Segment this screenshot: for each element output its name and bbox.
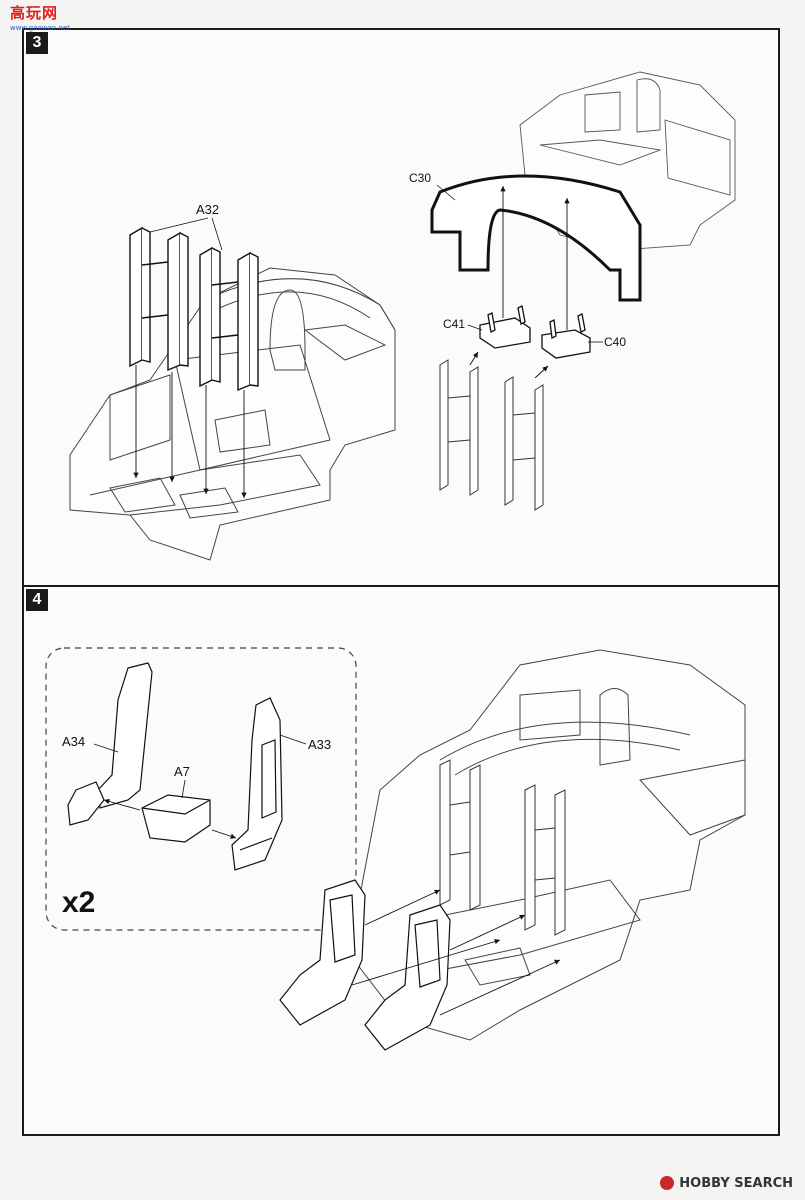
a7-leader — [181, 779, 186, 799]
step-3-badge: 3 — [26, 32, 48, 54]
a34-leader — [93, 743, 119, 753]
c30-leader — [436, 184, 456, 201]
label-a32: A32 — [196, 202, 219, 217]
footer-brand-text: HOBBY SEARCH — [679, 1175, 793, 1191]
label-c41: C41 — [443, 317, 465, 331]
step4-installed-rails — [439, 759, 566, 936]
a33-leader — [279, 734, 307, 745]
label-c40: C40 — [604, 335, 626, 349]
c30-bulkhead — [430, 174, 642, 302]
label-a33: A33 — [308, 737, 331, 752]
label-a7: A7 — [174, 764, 190, 779]
footer-brand-logo: HOBBY SEARCH — [660, 1174, 793, 1192]
a32-leader-1 — [149, 217, 209, 233]
step3-rails-lower — [439, 359, 544, 511]
a7-to-a34-arrow — [103, 798, 141, 811]
quantity-label: x2 — [62, 886, 95, 919]
brand-mark-icon — [660, 1176, 675, 1190]
a32-leader-2 — [211, 217, 223, 251]
step3-rail-arrows — [133, 365, 247, 498]
step3-cockpit-tub — [69, 267, 396, 561]
step3-rail-parts — [129, 226, 259, 392]
label-a34: A34 — [62, 734, 85, 749]
a7-cushion — [141, 794, 211, 843]
a7-to-a33-arrow — [211, 829, 237, 839]
step4-seats — [279, 879, 451, 1051]
step3-upper-arrows — [469, 186, 570, 379]
subassembly-callout — [45, 647, 357, 931]
label-c30: C30 — [409, 171, 431, 185]
c41-leader — [467, 324, 483, 331]
step-divider — [22, 585, 780, 587]
watermark-chars: 高玩网 — [10, 5, 59, 22]
a33-seat-frame — [231, 697, 283, 871]
step-4-badge: 4 — [26, 589, 48, 611]
a34-seat-back — [67, 662, 153, 826]
step4-seat-arrows — [351, 889, 561, 1016]
c41-c40-blocks — [479, 305, 591, 359]
watermark-url: www.gaowan.net — [10, 24, 70, 32]
watermark-logo: 高玩网 www.gaowan.net — [4, 2, 70, 36]
